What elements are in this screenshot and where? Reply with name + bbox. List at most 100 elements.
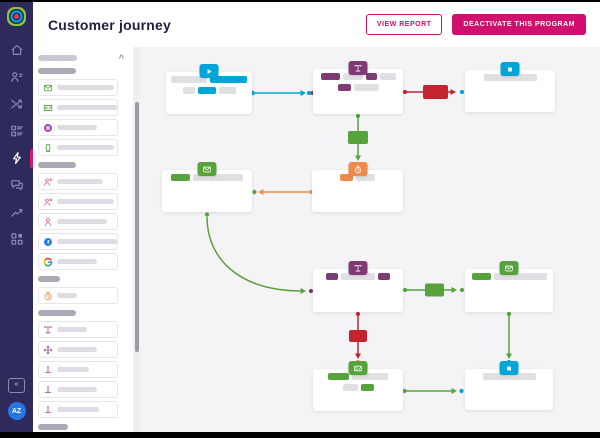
node-condition-split-2[interactable] [313, 261, 403, 312]
text-skeleton [356, 174, 375, 181]
text-skeleton [182, 87, 195, 94]
connector-dot[interactable] [506, 311, 512, 317]
palette-item-postcard[interactable] [38, 99, 118, 116]
node-send-email[interactable] [162, 162, 252, 212]
email-badge-icon[interactable] [197, 162, 217, 176]
palette-item-split[interactable] [38, 321, 118, 338]
connector-dot[interactable] [459, 89, 465, 95]
node-send-email-2[interactable] [465, 261, 553, 312]
edge-action-badge[interactable] [423, 85, 448, 99]
palette-item-google[interactable] [38, 253, 118, 270]
sidebar-item-contacts[interactable] [0, 70, 33, 85]
item-label-skeleton [57, 125, 97, 130]
play-badge-icon[interactable] [199, 64, 219, 78]
connector-dot[interactable] [204, 212, 210, 217]
connector-dot[interactable] [355, 113, 361, 119]
arrowhead-icon [300, 90, 306, 96]
palette-item-person-plus[interactable] [38, 173, 118, 190]
sidebar-item-campaigns[interactable] [0, 124, 33, 139]
split-badge-icon[interactable] [348, 261, 368, 275]
email-badge-icon[interactable] [499, 261, 519, 275]
sidebar-item-automation[interactable] [0, 149, 33, 168]
stop-badge-icon[interactable] [499, 361, 519, 375]
edge-condition2-no-down [349, 311, 367, 365]
text-skeleton [341, 273, 375, 280]
header-actions: VIEW REPORT DEACTIVATE THIS PROGRAM [365, 14, 586, 35]
collapse-sidebar-button[interactable]: « [8, 378, 25, 393]
arrowhead-icon [451, 287, 457, 293]
node-wait-delay[interactable] [312, 162, 403, 212]
edge-condition-to-stop [402, 85, 465, 99]
user-avatar[interactable]: AZ [7, 402, 26, 420]
sidebar-item-reports[interactable] [0, 205, 33, 220]
section-label-skeleton [38, 162, 76, 168]
edge-action-badge[interactable] [425, 283, 444, 297]
phone-icon [43, 143, 53, 153]
edge-wait-to-email [252, 189, 314, 195]
palette-item-merge[interactable] [38, 361, 118, 378]
palette-item-facebook[interactable]: f [38, 233, 118, 250]
merge-icon [43, 385, 53, 395]
connector-dot[interactable] [459, 287, 465, 293]
connector-dot[interactable] [402, 388, 407, 394]
node-condition-split[interactable] [313, 61, 403, 114]
connector-dot[interactable] [306, 90, 312, 96]
text-skeleton [342, 73, 363, 80]
connector-dot[interactable] [355, 311, 361, 317]
connector-dot[interactable] [308, 288, 314, 294]
item-label-skeleton [57, 293, 77, 298]
palette-item-phone[interactable] [38, 139, 118, 156]
clock-icon [43, 291, 53, 301]
stop-badge-icon[interactable] [500, 62, 520, 76]
palette-item-merge[interactable] [38, 381, 118, 398]
view-report-button[interactable]: VIEW REPORT [365, 14, 443, 35]
palette-item-clock[interactable] [38, 287, 118, 304]
postcard-badge-icon[interactable] [348, 361, 368, 375]
app-logo[interactable] [0, 2, 33, 35]
palette-header[interactable]: ^ [38, 53, 124, 63]
person-icon [43, 217, 53, 227]
item-label-skeleton [57, 145, 114, 150]
chevron-up-icon[interactable]: ^ [118, 53, 124, 63]
sidebar-bottom: « AZ [0, 378, 33, 420]
edge-condition-yes-down [348, 113, 368, 167]
scrollbar-thumb[interactable] [135, 102, 139, 352]
connector-dot[interactable] [402, 89, 408, 95]
node-text-row [465, 74, 555, 81]
sidebar-item-shuffle[interactable] [0, 97, 33, 112]
edge-email2-to-stop2 [506, 311, 512, 365]
arrowhead-icon [451, 388, 457, 394]
palette-item-person[interactable] [38, 213, 118, 230]
palette-item-move[interactable] [38, 341, 118, 358]
node-exit-stop[interactable] [465, 62, 555, 112]
deactivate-program-button[interactable]: DEACTIVATE THIS PROGRAM [452, 14, 586, 35]
clock-badge-icon[interactable] [348, 162, 367, 176]
merge-icon [43, 365, 53, 375]
journey-canvas[interactable] [140, 47, 600, 432]
split-badge-icon[interactable] [348, 61, 368, 75]
item-label-skeleton [57, 367, 89, 372]
connector-dot[interactable] [249, 90, 255, 96]
node-entry-trigger[interactable] [166, 64, 252, 114]
palette-item-instagram[interactable] [38, 119, 118, 136]
palette-item-merge[interactable] [38, 401, 118, 418]
edge-action-badge[interactable] [349, 330, 367, 342]
palette-item-person-x[interactable] [38, 193, 118, 210]
sidebar-item-messages[interactable] [0, 178, 33, 193]
sidebar-item-home[interactable] [0, 43, 33, 58]
item-label-skeleton [57, 387, 97, 392]
node-send-postcard[interactable] [313, 361, 403, 411]
sidebar-item-apps[interactable] [0, 232, 33, 247]
connector-dot[interactable] [459, 388, 464, 394]
connector-dot[interactable] [402, 287, 408, 293]
palette-item-email[interactable] [38, 79, 118, 96]
node-exit-stop-2[interactable] [465, 361, 553, 410]
text-skeleton [342, 384, 358, 391]
edge-action-badge[interactable] [348, 131, 368, 144]
text-skeleton [353, 84, 379, 91]
connector-dot[interactable] [252, 189, 257, 195]
text-skeleton [493, 273, 547, 280]
move-icon [43, 345, 53, 355]
text-skeleton [171, 76, 207, 83]
item-label-skeleton [57, 85, 114, 90]
